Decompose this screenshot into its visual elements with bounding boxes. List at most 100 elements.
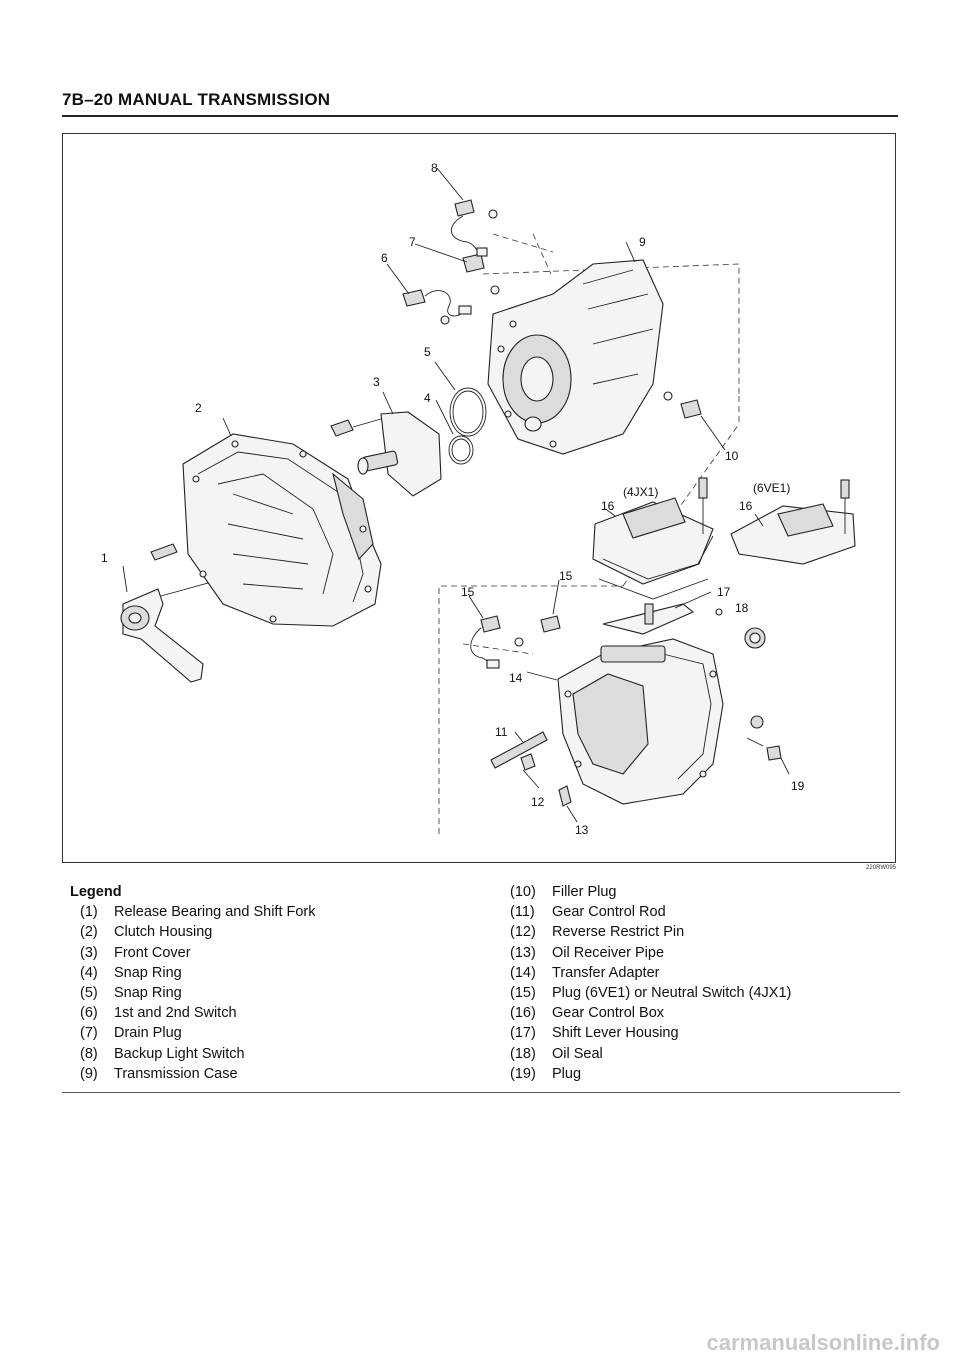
page-title: 7B–20 MANUAL TRANSMISSION [62,90,331,109]
legend-num: (1) [80,904,98,921]
legend-num: (5) [80,984,98,1001]
legend-text: Plug (6VE1) or Neutral Switch (4JX1) [552,984,792,1001]
legend-title: Legend [70,884,122,900]
legend-left-column: Legend (1) Release Bearing and Shift Fork… [70,882,470,1084]
legend-text: Clutch Housing [114,924,213,941]
callout-19: 19 [791,779,805,793]
filler-plug-part [663,391,726,451]
callout-15b: 15 [559,569,573,583]
callout-16a: 16 [601,499,615,513]
gear-control-rod-part [490,731,578,823]
gear-control-box-6ve1-part [730,479,856,565]
legend-text: Transfer Adapter [552,964,660,981]
callout-7: 7 [409,235,416,249]
legend-text: Plug [552,1065,582,1082]
legend-num: (10) [510,884,536,900]
legend-item: (8) Backup Light Switch [70,1044,470,1064]
callout-13: 13 [575,823,589,837]
legend-item: (3) Front Cover [70,943,470,963]
callout-17: 17 [717,585,731,599]
legend-text: Snap Ring [114,984,182,1001]
snap-rings-part [434,361,487,465]
callout-10: 10 [725,449,739,463]
legend-num: (7) [80,1025,98,1042]
legend-item: (2) Clutch Housing [70,922,470,942]
legend-text: 1st and 2nd Switch [114,1005,237,1022]
diagram-drawing: 1 2 3 4 5 6 7 8 9 10 11 12 13 14 15 15 1… [101,161,856,837]
legend-item: (19) Plug [510,1064,900,1084]
legend-num: (3) [80,944,98,961]
callout-3: 3 [373,375,380,389]
legend-text: Backup Light Switch [114,1045,245,1062]
clutch-housing-part [182,417,382,627]
callout-9: 9 [639,235,646,249]
plug-neutral-switch-part [468,579,561,669]
legend-text: Gear Control Rod [552,904,666,921]
legend-text: Snap Ring [114,964,182,981]
header-divider [62,115,898,117]
callout-4: 4 [424,391,431,405]
figure-code: 220RW095 [866,865,896,871]
callout-2: 2 [195,401,202,415]
legend-item: (15) Plug (6VE1) or Neutral Switch (4JX1) [510,983,900,1003]
legend-num: (19) [510,1065,536,1082]
watermark: carmanualsonline.info [706,1330,941,1355]
legend-num: (2) [80,924,98,941]
callout-18: 18 [735,601,749,615]
legend-right-column: (10) Filler Plug (11) Gear Control Rod (12… [510,882,900,1084]
legend-item: (9) Transmission Case [70,1064,470,1084]
legend-item: (4) Snap Ring [70,963,470,983]
legend-num: (11) [510,904,535,921]
callout-5: 5 [424,345,431,359]
transmission-case-part [487,241,664,455]
front-cover-part [330,391,442,497]
release-bearing-fork-part [120,543,314,683]
legend-num: (9) [80,1065,98,1082]
transfer-adapter-part [526,638,724,805]
callout-8: 8 [431,161,438,175]
legend-text: Oil Seal [552,1045,603,1062]
legend-item: (16)Gear Control Box [510,1003,900,1023]
legend-item: (11) Gear Control Rod [510,902,900,922]
legend-text: Drain Plug [114,1025,182,1042]
legend-item: (1) Release Bearing and Shift Fork [70,902,470,922]
legend-text: Release Bearing and Shift Fork [114,904,316,921]
legend-text: Filler Plug [552,884,617,900]
legend-text: Reverse Restrict Pin [552,924,685,941]
legend-num: (12) [510,924,536,941]
legend-text: Transmission Case [114,1065,238,1082]
legend-text: Gear Control Box [552,1005,665,1022]
legend-num: (17) [510,1025,536,1042]
legend-num: (13) [510,944,536,961]
legend-item: (12) Reverse Restrict Pin [510,922,900,942]
legend-item: (17) Shift Lever Housing [510,1023,900,1043]
plug-19-part [746,715,790,775]
exploded-diagram: 1 2 3 4 5 6 7 8 9 10 11 12 13 14 15 15 1… [62,133,896,863]
legend-num: (8) [80,1045,98,1062]
legend-item: (7) Drain Plug [70,1023,470,1043]
variant-label-6ve1: (6VE1) [753,481,790,495]
shift-lever-housing-part [602,591,766,649]
legend-item: (10) Filler Plug [510,882,900,902]
legend-num: (6) [80,1005,98,1022]
legend-num: (15) [510,984,536,1001]
legend-num: (18) [510,1045,536,1062]
callout-1: 1 [101,551,108,565]
callout-11: 11 [495,725,508,739]
legend-text: Oil Receiver Pipe [552,944,665,961]
legend-item: (13) Oil Receiver Pipe [510,943,900,963]
legend-text: Front Cover [114,944,191,961]
legend-item: (18) Oil Seal [510,1044,900,1064]
footer-divider [62,1092,900,1093]
callout-16b: 16 [739,499,753,513]
legend-text: Shift Lever Housing [552,1025,679,1042]
callout-14: 14 [509,671,523,685]
callout-12: 12 [531,795,545,809]
switches-part [386,167,500,325]
variant-label-4jx1: (4JX1) [623,485,658,499]
legend-num: (4) [80,964,98,981]
legend-item: (14)Transfer Adapter [510,963,900,983]
gear-control-box-4jx1-part [592,477,714,600]
callout-6: 6 [381,251,388,265]
legend-item: (5) Snap Ring [70,983,470,1003]
